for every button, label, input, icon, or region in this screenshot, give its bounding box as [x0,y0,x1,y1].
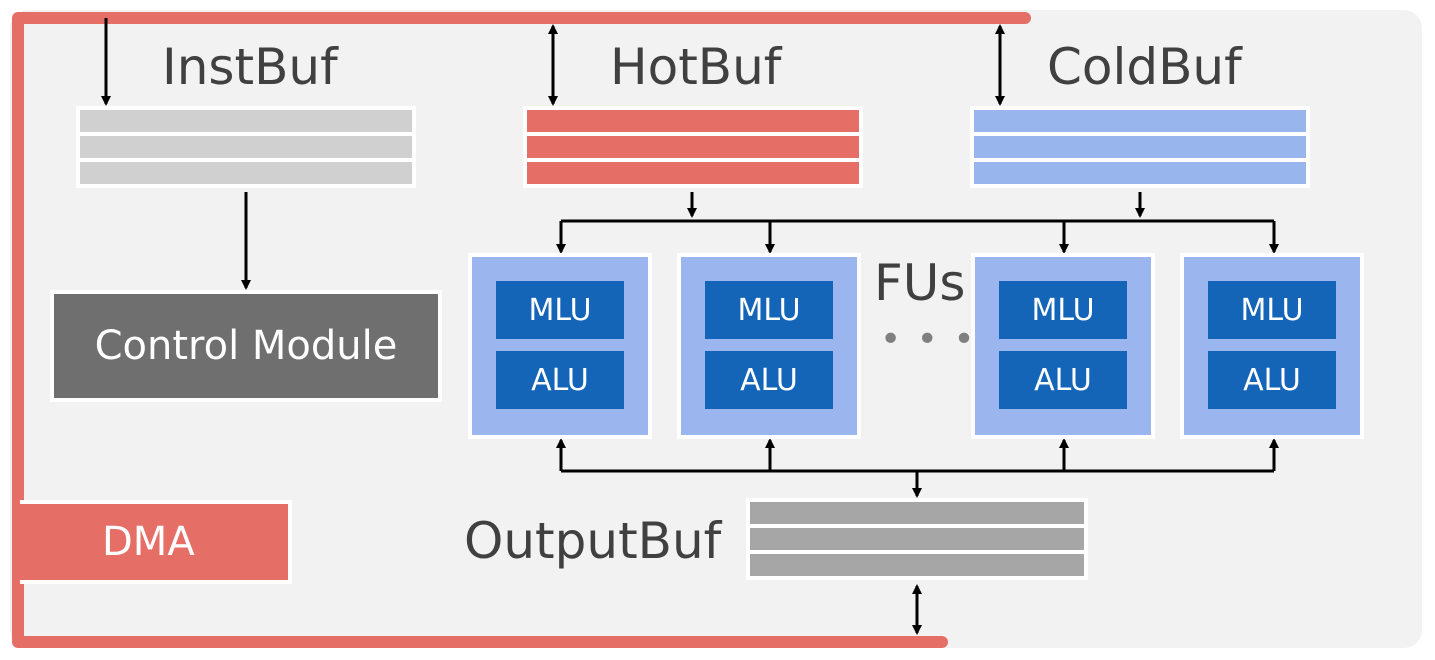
outputbuf-row [750,502,1084,524]
coldbuf [970,106,1310,188]
control-module-label: Control Module [94,323,398,369]
mlu-block: MLU [496,281,624,339]
outputbuf-row [750,554,1084,576]
functional-unit: MLU ALU [468,253,652,439]
mlu-block: MLU [705,281,833,339]
outputbuf [746,498,1088,580]
dma-label: DMA [102,519,195,565]
instbuf [76,106,416,188]
instbuf-row [80,162,412,184]
instbuf-row [80,136,412,158]
hotbuf-row [527,136,859,158]
functional-unit: MLU ALU [971,253,1155,439]
alu-block: ALU [705,351,833,409]
outputbuf-row [750,528,1084,550]
alu-block: ALU [999,351,1127,409]
mlu-block: MLU [1208,281,1336,339]
control-module: Control Module [50,290,442,402]
dma-bus [12,12,1031,648]
coldbuf-row [974,162,1306,184]
fus-title: FUs [874,254,966,312]
outputbuf-title: OutputBuf [464,512,722,570]
alu-block: ALU [496,351,624,409]
functional-unit: MLU ALU [1180,253,1364,439]
hotbuf-row [527,110,859,132]
coldbuf-row [974,136,1306,158]
functional-unit: MLU ALU [677,253,861,439]
instbuf-row [80,110,412,132]
dma-block: DMA [20,500,292,584]
fus-ellipsis: • • • [880,319,977,360]
hotbuf-title: HotBuf [610,38,782,96]
instbuf-title: InstBuf [162,38,338,96]
hotbuf-row [527,162,859,184]
coldbuf-row [974,110,1306,132]
alu-block: ALU [1208,351,1336,409]
hotbuf [523,106,863,188]
coldbuf-title: ColdBuf [1047,38,1242,96]
mlu-block: MLU [999,281,1127,339]
